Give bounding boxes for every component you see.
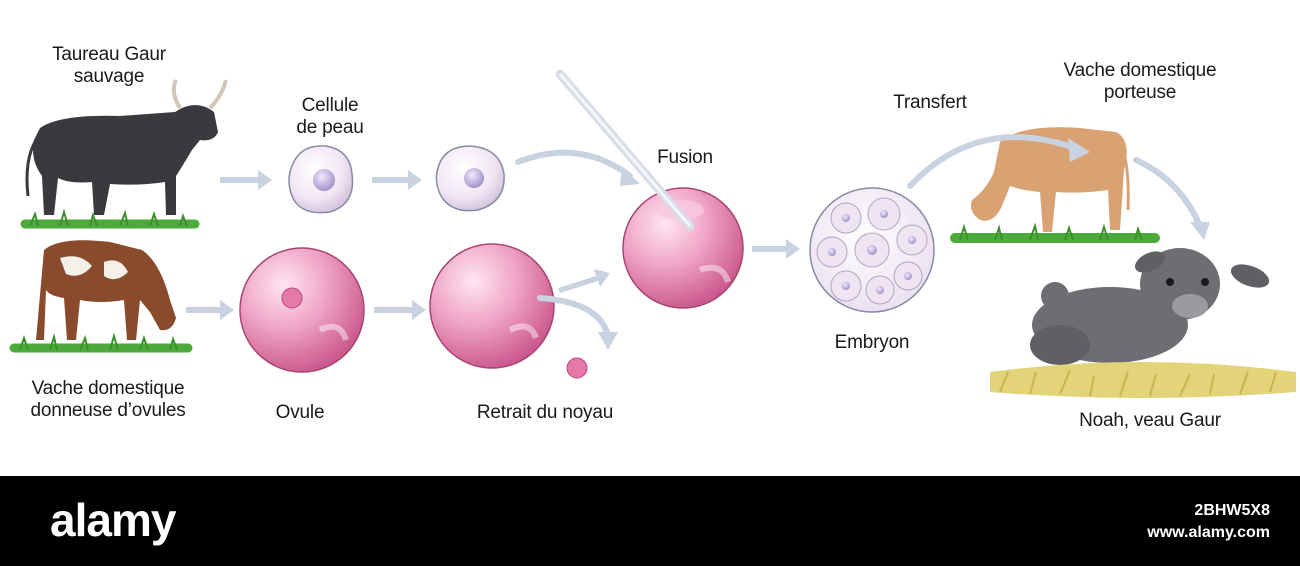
ovule-cell (240, 248, 364, 372)
label-transfer: Transfert (870, 92, 990, 114)
stock-info: 2BHW5X8 www.alamy.com (1147, 500, 1270, 544)
label-ovule: Ovule (250, 402, 350, 424)
calf-icon (990, 247, 1296, 398)
enucleated-egg (430, 244, 554, 368)
label-skin-cell: Cellule de peau (270, 95, 390, 139)
label-donor-cow: Vache domestique donneuse d’ovules (8, 378, 208, 422)
label-donor-cow-line-1: Vache domestique (8, 378, 208, 400)
label-wild-bull-line-2: sauvage (24, 66, 194, 88)
arrow-cell-to-cell (372, 170, 422, 190)
arrow-cow-to-ovule (186, 300, 234, 320)
site-url: www.alamy.com (1147, 522, 1270, 544)
embryo-cell (810, 188, 934, 312)
label-surrogate-cow-line-2: porteuse (1040, 82, 1240, 104)
image-id: 2BHW5X8 (1147, 500, 1270, 522)
arrow-ovule-to-egg (374, 300, 426, 320)
label-skin-cell-line-2: de peau (270, 117, 390, 139)
label-surrogate-cow-line-1: Vache domestique (1040, 60, 1240, 82)
label-skin-cell-line-1: Cellule (270, 95, 390, 117)
alamy-logo: alamy (50, 493, 175, 547)
label-embryo: Embryon (812, 332, 932, 354)
removed-nucleus (567, 358, 587, 378)
arrow-bull-to-cell (220, 170, 272, 190)
arrow-birth (1136, 160, 1200, 226)
skin-cell-2 (436, 146, 504, 211)
fusion-cell (623, 188, 743, 308)
label-nucleus-removal: Retrait du noyau (450, 402, 640, 424)
arrow-cell-to-fusion (518, 153, 630, 176)
skin-cell-1 (289, 146, 353, 213)
label-calf: Noah, veau Gaur (1050, 410, 1250, 432)
label-donor-cow-line-2: donneuse d’ovules (8, 400, 208, 422)
label-wild-bull: Taureau Gaur sauvage (24, 44, 194, 88)
cloning-diagram: Taureau Gaur sauvage Cellule de peau Fus… (0, 0, 1300, 476)
arrow-egg-to-fusion (558, 269, 610, 293)
gaur-bull-icon (25, 80, 226, 226)
label-wild-bull-line-1: Taureau Gaur (24, 44, 194, 66)
label-surrogate-cow: Vache domestique porteuse (1040, 60, 1240, 104)
label-fusion: Fusion (630, 147, 740, 169)
donor-cow-icon (14, 240, 188, 350)
watermark-footer: alamy 2BHW5X8 www.alamy.com (0, 476, 1300, 566)
arrow-fusion-to-embryo (752, 239, 800, 259)
